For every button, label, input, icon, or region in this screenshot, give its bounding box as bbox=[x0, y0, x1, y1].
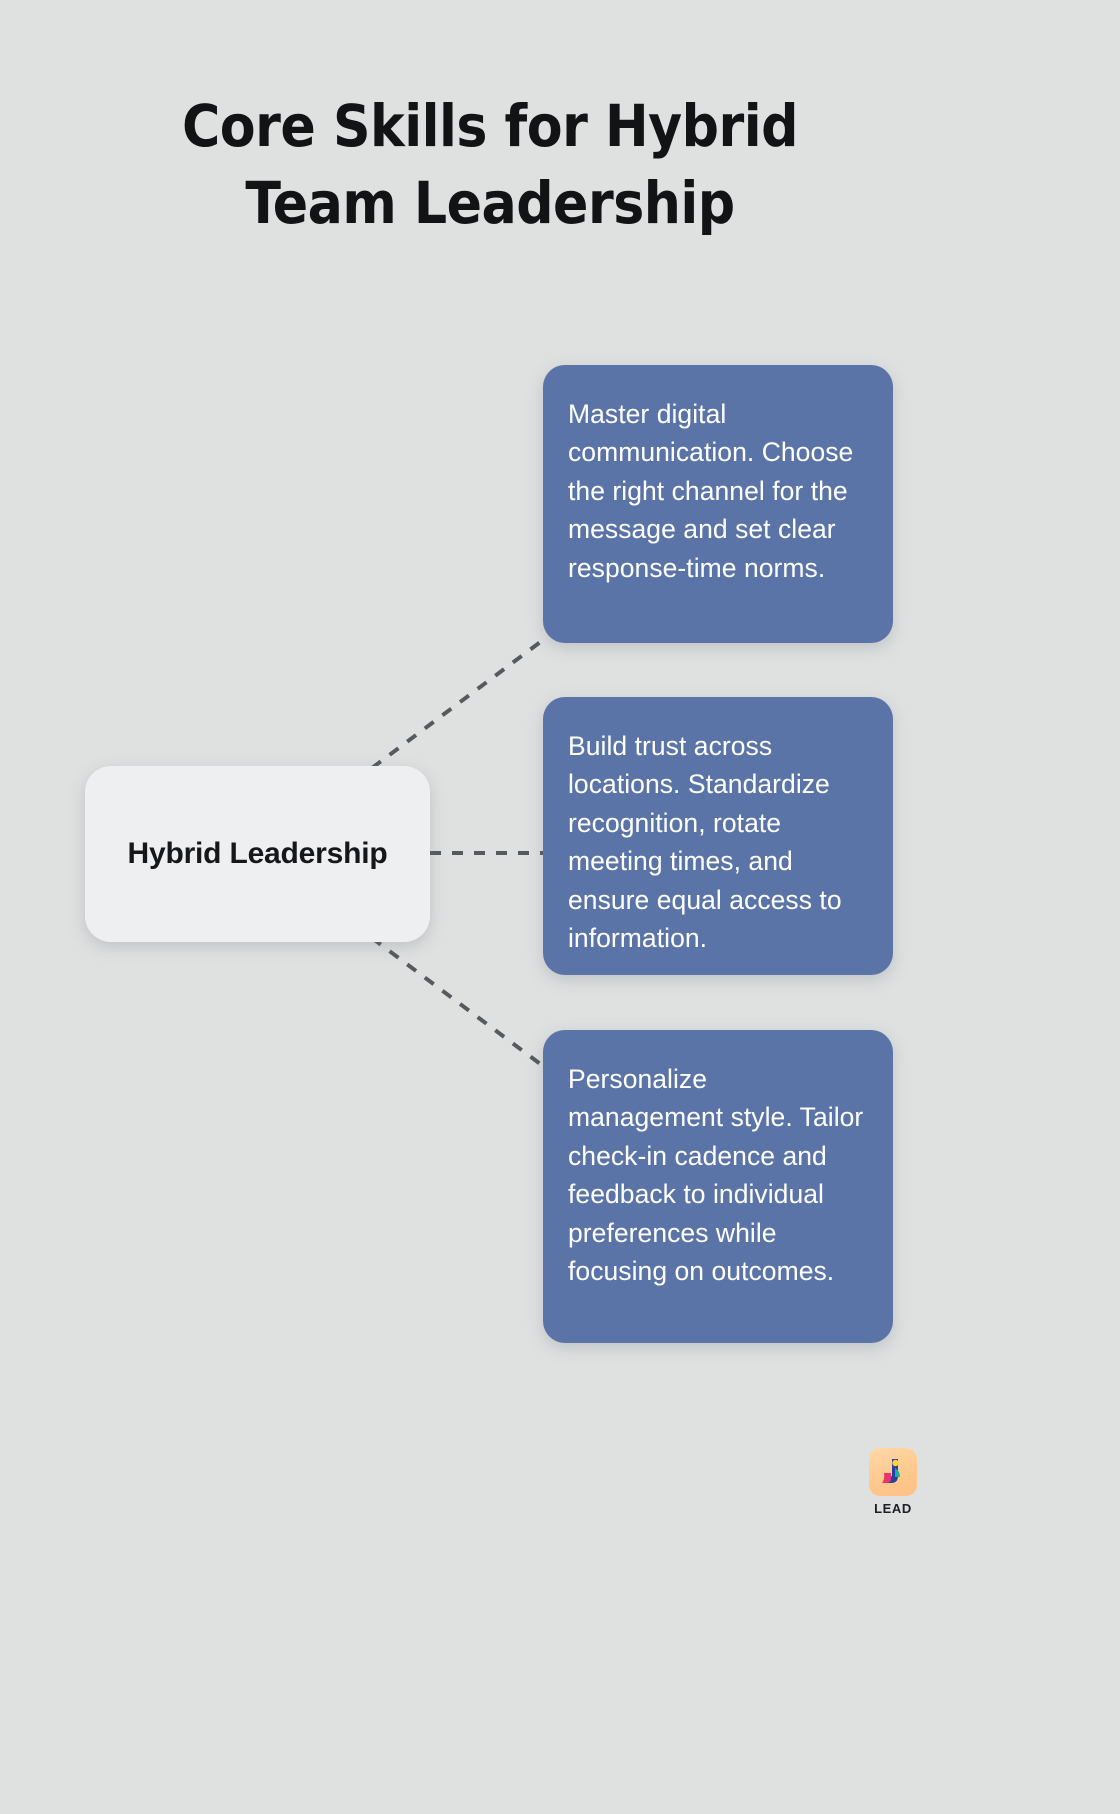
branch-card-text: Build trust across locations. Standardiz… bbox=[568, 731, 842, 954]
brand-logo: LEAD bbox=[862, 1448, 924, 1516]
branch-card-personalization[interactable]: Personalize management style. Tailor che… bbox=[543, 1030, 893, 1343]
page-title: Core Skills for Hybrid Team Leadership bbox=[182, 92, 798, 237]
logo-wordmark: LEAD bbox=[874, 1501, 912, 1516]
connector-line-3 bbox=[370, 936, 545, 1068]
logo-mark-icon bbox=[882, 1459, 900, 1483]
branch-card-text: Master digital communication. Choose the… bbox=[568, 399, 854, 583]
branch-card-text: Personalize management style. Tailor che… bbox=[568, 1064, 864, 1287]
center-node[interactable]: Hybrid Leadership bbox=[85, 766, 430, 942]
center-node-label: Hybrid Leadership bbox=[127, 837, 388, 870]
connector-line-1 bbox=[370, 638, 545, 770]
branch-card-communication[interactable]: Master digital communication. Choose the… bbox=[543, 365, 893, 643]
branch-card-trust[interactable]: Build trust across locations. Standardiz… bbox=[543, 697, 893, 975]
logo-tile-icon bbox=[869, 1448, 917, 1496]
